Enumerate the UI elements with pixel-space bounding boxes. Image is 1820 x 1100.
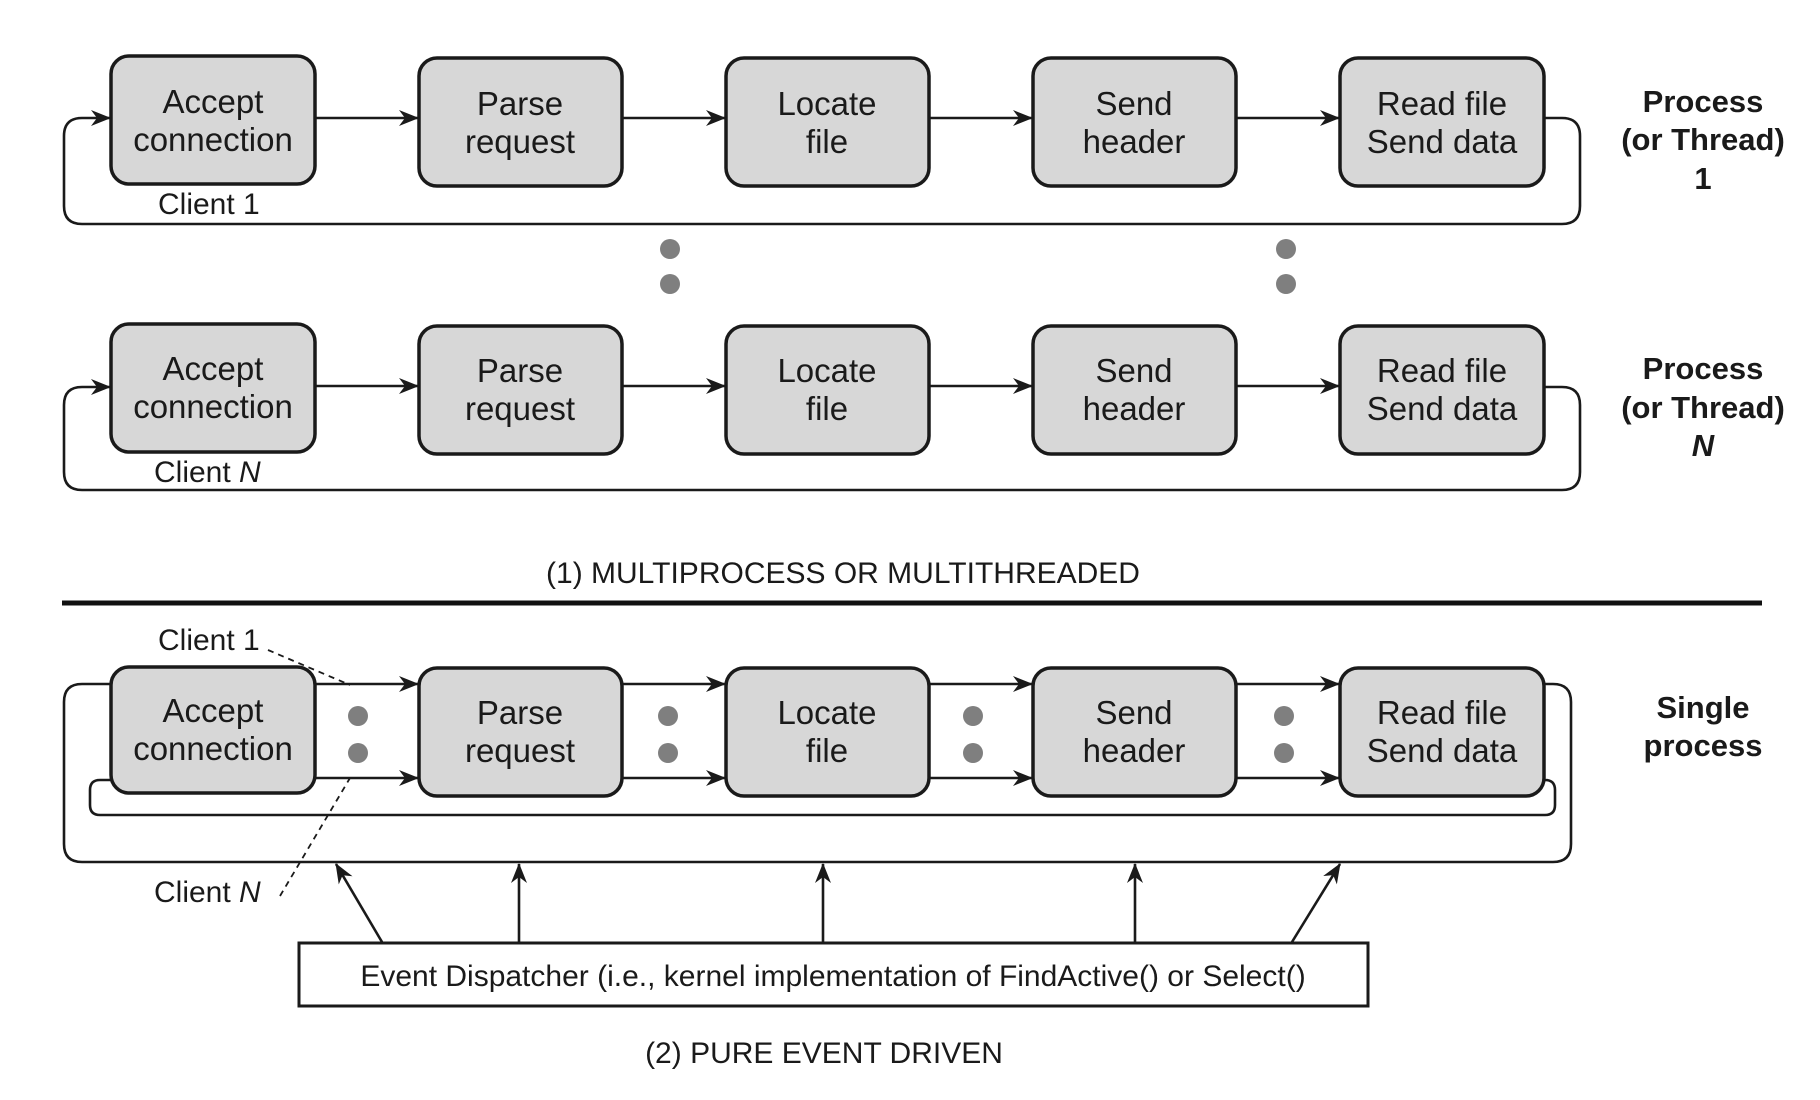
stage-box-parse: Parse request (417, 666, 624, 798)
process-label-line2: (or Thread) (1621, 122, 1785, 157)
loop-line-row-1 (62, 110, 1582, 226)
stage-box-locate: Locate file (724, 324, 931, 456)
stage-box-read-file: Read file Send data (1338, 56, 1546, 188)
stage-label-line2: request (465, 123, 575, 160)
stage-label-line2: file (806, 732, 848, 769)
stage-label-line1: Read file (1377, 694, 1507, 731)
stage-label-line1: Send (1095, 85, 1172, 122)
single-process-label-line1: Single (1656, 690, 1749, 725)
ellipsis-dot (348, 706, 368, 726)
stage-label-line1: Accept (163, 692, 264, 729)
multiprocess-row-n: Accept connection Parse request Locate f… (62, 322, 1785, 492)
row-ellipsis (660, 239, 1296, 294)
stage-label-line1: Read file (1377, 352, 1507, 389)
stage-box-accept: Accept connection (109, 54, 317, 186)
ellipsis-dot (963, 743, 983, 763)
stage-label-line2: Send data (1367, 732, 1518, 769)
process-label-line1: Process (1643, 351, 1764, 386)
event-dispatcher-label: Event Dispatcher (i.e., kernel implement… (360, 960, 1305, 993)
stage-label-line1: Send (1095, 694, 1172, 731)
ellipsis-dot (963, 706, 983, 726)
ellipsis-dot (1274, 706, 1294, 726)
caption-event-driven: (2) PURE EVENT DRIVEN (645, 1037, 1003, 1070)
stage-box-read-file: Read file Send data (1338, 324, 1546, 456)
stage-label-line2: header (1083, 732, 1186, 769)
dispatcher-arrow (334, 863, 384, 943)
stage-label-line2: Send data (1367, 390, 1518, 427)
client-1-leader-line (267, 649, 351, 686)
stage-box-send-header: Send header (1031, 324, 1238, 456)
stage-label-line2: connection (133, 730, 293, 767)
stage-box-accept: Accept connection (109, 665, 317, 795)
stage-label-line2: request (465, 390, 575, 427)
ellipsis-dot (348, 743, 368, 763)
multiprocess-row-1: Accept connection Parse request Locate f… (62, 54, 1785, 226)
stage-label-line1: Parse (477, 85, 563, 122)
stage-box-parse: Parse request (417, 56, 624, 188)
ellipsis-dot (660, 274, 680, 294)
client-n-leader-line (279, 777, 351, 897)
stage-label-line1: Accept (163, 83, 264, 120)
stage-label-line2: header (1083, 390, 1186, 427)
single-process-label-line2: process (1644, 728, 1763, 763)
stage-label-line1: Locate (777, 85, 876, 122)
ellipsis-dot (660, 239, 680, 259)
client-n-label: Client N (154, 456, 261, 489)
stage-label-line2: file (806, 390, 848, 427)
process-label-line2: (or Thread) (1621, 390, 1785, 425)
stage-box-accept: Accept connection (109, 322, 317, 454)
stage-label-line2: Send data (1367, 123, 1518, 160)
stage-label-line2: request (465, 732, 575, 769)
ellipsis-dot (658, 743, 678, 763)
stage-label-line1: Accept (163, 350, 264, 387)
stage-box-locate: Locate file (724, 56, 931, 188)
ellipsis-dot (1276, 274, 1296, 294)
stage-label-line2: connection (133, 388, 293, 425)
caption-multiprocess: (1) MULTIPROCESS OR MULTITHREADED (546, 557, 1140, 590)
event-dispatcher-box: Event Dispatcher (i.e., kernel implement… (297, 941, 1370, 1008)
stage-label-line2: file (806, 123, 848, 160)
ellipsis-dot (1276, 239, 1296, 259)
stage-box-read-file: Read file Send data (1338, 666, 1546, 798)
stage-label-line1: Locate (777, 694, 876, 731)
stage-label-line1: Send (1095, 352, 1172, 389)
event-driven-section: Accept connection Parse request Locate f… (62, 624, 1763, 1070)
ellipsis-dot (1274, 743, 1294, 763)
stage-label-line1: Locate (777, 352, 876, 389)
dispatcher-arrow (1290, 863, 1342, 943)
stage-label-line2: connection (133, 121, 293, 158)
stage-label-line1: Parse (477, 694, 563, 731)
ellipsis-dot (658, 706, 678, 726)
process-label-line3: N (1692, 428, 1715, 463)
stage-box-send-header: Send header (1031, 56, 1238, 188)
loop-line-row-n (62, 379, 1582, 492)
process-label-line3: 1 (1694, 161, 1711, 196)
stage-label-line1: Parse (477, 352, 563, 389)
outer-event-loop (62, 682, 1573, 864)
stage-label-line1: Read file (1377, 85, 1507, 122)
process-label-line1: Process (1643, 84, 1764, 119)
client-1-label: Client 1 (158, 624, 260, 657)
inner-event-loop (88, 778, 1557, 817)
stage-box-parse: Parse request (417, 324, 624, 456)
stage-box-send-header: Send header (1031, 666, 1238, 798)
client-1-label: Client 1 (158, 188, 260, 221)
stage-box-locate: Locate file (724, 666, 931, 798)
stage-label-line2: header (1083, 123, 1186, 160)
client-n-label: Client N (154, 876, 261, 909)
